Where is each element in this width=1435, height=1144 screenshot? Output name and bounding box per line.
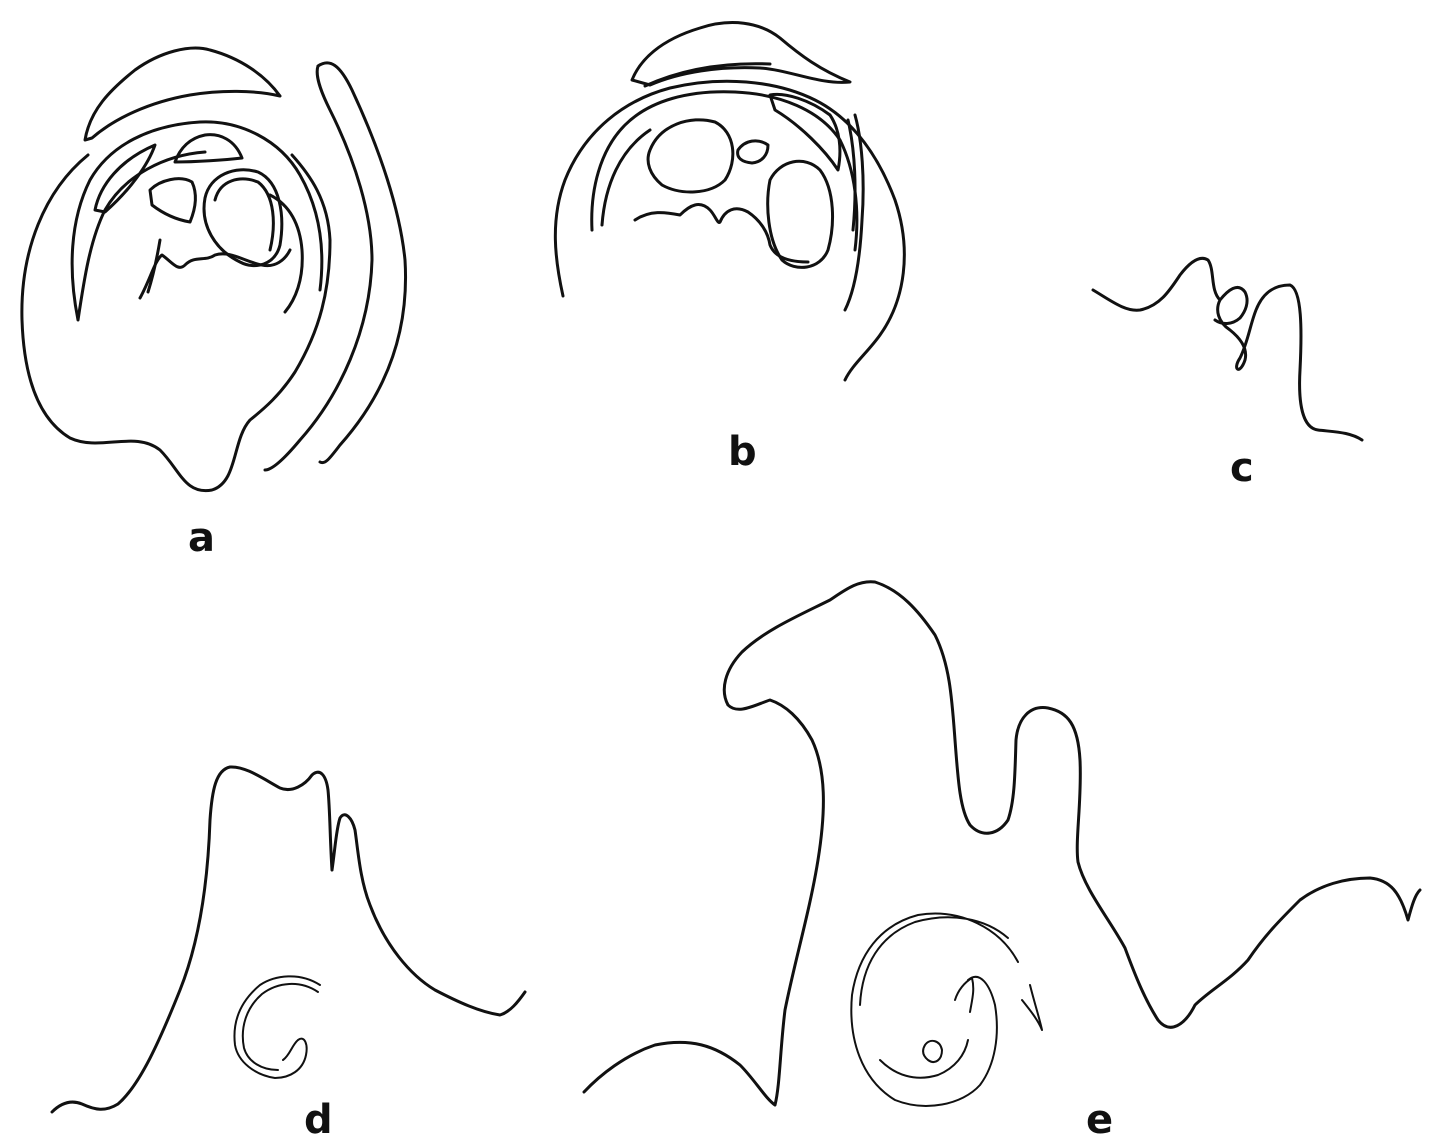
- panel-b-small-cell: [738, 141, 768, 163]
- panel-d-outline: [52, 767, 525, 1112]
- panel-label-e: e: [1086, 1100, 1113, 1140]
- panel-a-large-cell: [204, 170, 282, 266]
- panel-a-top-hood: [85, 48, 280, 140]
- panel-d-small-cell: [234, 976, 320, 1078]
- panel-label-d: d: [304, 1100, 333, 1140]
- panel-a-cavity-left: [95, 145, 155, 212]
- panel-a-inner-arc: [72, 122, 322, 320]
- panel-c-outline: [1093, 258, 1362, 440]
- panel-e-drawing: [584, 582, 1420, 1106]
- panel-b-wavy-floor: [635, 205, 808, 262]
- panel-a-cavity-top: [175, 135, 242, 162]
- panel-b-inner-arc: [592, 92, 857, 250]
- panel-e-outline: [584, 582, 1420, 1105]
- panel-a-small-cell: [150, 179, 195, 222]
- panel-e-egg-cell: [851, 914, 1042, 1106]
- panel-c-drawing: [1093, 258, 1362, 440]
- panel-label-a: a: [188, 518, 215, 558]
- panel-label-b: b: [728, 432, 757, 472]
- panel-b-top-hood: [632, 23, 850, 86]
- panel-b-drawing: [555, 23, 904, 380]
- panel-a-wavy-floor: [140, 240, 290, 298]
- panel-b-left-cell: [648, 120, 733, 192]
- panel-label-c: c: [1230, 448, 1254, 488]
- panel-d-drawing: [52, 767, 525, 1112]
- panel-a-outer-sheath: [265, 63, 406, 470]
- panel-b-right-wall: [845, 115, 863, 310]
- panel-b-right-cell: [768, 161, 833, 267]
- panel-b-cavity-top: [770, 94, 840, 170]
- panel-a-drawing: [22, 48, 406, 491]
